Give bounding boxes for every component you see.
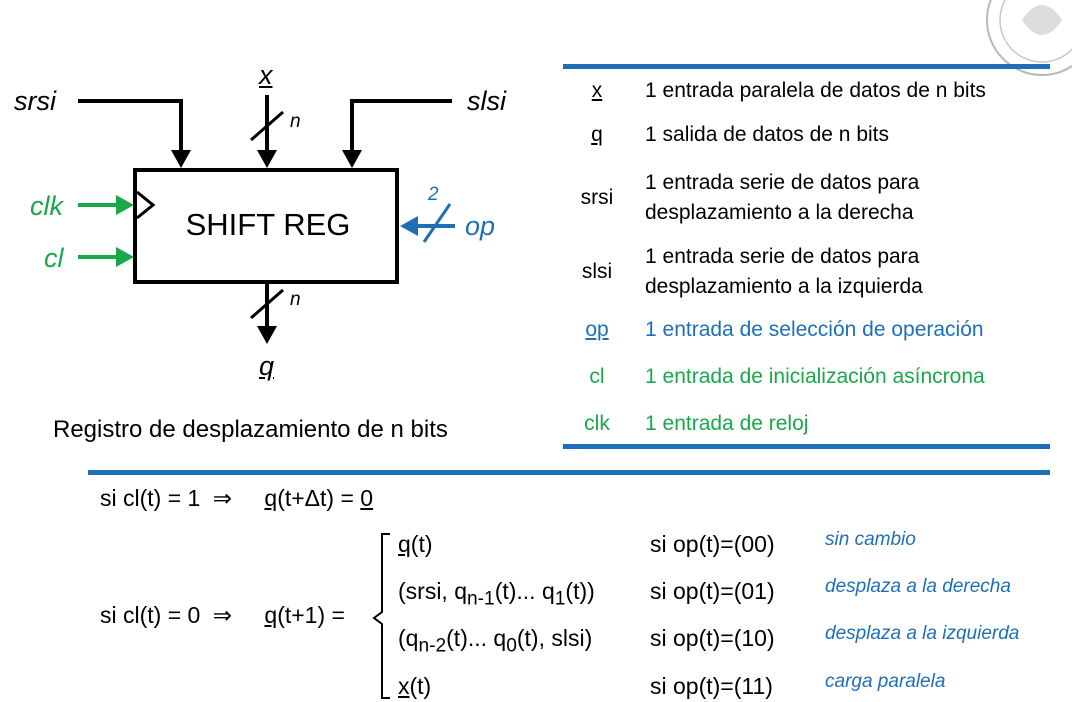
slsi-wire <box>350 99 452 155</box>
normal-condition: si cl(t) = 0 <box>100 602 201 628</box>
x-arrowhead <box>257 150 277 168</box>
op-arrowhead <box>400 216 418 236</box>
normal-equation: si cl(t) = 0 ⇒ q(t+1) = <box>100 604 345 627</box>
case-condition: si op(t)=(10) <box>650 625 775 651</box>
slsi-label: slsi <box>467 86 506 116</box>
diagram-caption: Registro de desplazamiento de n bits <box>53 416 448 443</box>
srsi-wire <box>78 99 183 155</box>
normal-q: q <box>264 602 278 628</box>
university-seal-icon <box>986 0 1072 76</box>
legend-row: clk 1 entrada de reloj <box>565 409 1045 439</box>
case-expression: (srsi, qn-1(t)... q1(t)) <box>398 578 595 610</box>
case-note: desplaza a la izquierda <box>825 623 1020 644</box>
legend-description-line: desplazamiento a la derecha <box>645 201 914 224</box>
case-condition: si op(t)=(11) <box>650 673 773 699</box>
legend-description: 1 entrada paralela de datos de n bits <box>645 76 1045 106</box>
reset-condition: si cl(t) = 1 <box>100 485 201 511</box>
case-expression: (qn-2(t)... q0(t), slsi) <box>398 625 593 657</box>
legend-row: x 1 entrada paralela de datos de n bits <box>565 76 1045 106</box>
reset-zero: 0 <box>360 485 374 511</box>
implies-icon: ⇒ <box>212 485 232 511</box>
cl-label: cl <box>44 243 64 273</box>
register-box <box>133 168 399 284</box>
legend-description-line: 1 entrada serie de datos para <box>645 245 920 268</box>
slsi-arrowhead <box>342 150 362 168</box>
legend-symbol: cl <box>589 365 605 388</box>
cases-brace <box>372 533 390 699</box>
case-expression: x(t) <box>398 673 432 699</box>
shift-register-diagram <box>78 95 455 344</box>
legend-description: 1 salida de datos de n bits <box>645 120 1045 150</box>
srsi-arrowhead <box>171 150 191 168</box>
legend-description-line: 1 entrada de reloj <box>645 412 809 435</box>
q-arrowhead <box>257 326 277 344</box>
clk-label: clk <box>30 191 63 221</box>
legend-symbol: slsi <box>581 260 613 283</box>
op-bus-slash <box>422 203 452 243</box>
legend-description: 1 entrada serie de datos para desplazamie… <box>645 242 1045 302</box>
case-expression: q(t) <box>398 531 433 557</box>
legend-top-rule <box>563 64 1050 69</box>
legend-symbol: op <box>585 318 609 341</box>
implies-icon: ⇒ <box>212 602 232 628</box>
legend-symbol: q <box>591 123 603 146</box>
reset-equation: si cl(t) = 1 ⇒ q(t+Δt) = 0 <box>100 487 373 510</box>
legend-row: slsi 1 entrada serie de datos para desplaz… <box>565 242 1045 302</box>
register-title: SHIFT REG <box>185 207 351 242</box>
x-bus-slash <box>250 110 284 142</box>
legend-bottom-rule <box>563 444 1050 449</box>
normal-rest: (t+1) = <box>277 602 345 628</box>
case-note: sin cambio <box>825 529 916 550</box>
legend-symbol: clk <box>584 412 610 435</box>
legend-row: q 1 salida de datos de n bits <box>565 120 1045 150</box>
legend-description-line: 1 salida de datos de n bits <box>645 123 890 146</box>
legend-description: 1 entrada de inicialización asíncrona <box>645 362 1045 392</box>
srsi-label: srsi <box>14 86 56 116</box>
legend-description-line: 1 entrada paralela de datos de n bits <box>645 79 986 102</box>
legend-description-line: 1 entrada de inicialización asíncrona <box>645 365 985 388</box>
case-condition: si op(t)=(00) <box>650 531 775 557</box>
legend-description: 1 entrada de selección de operación <box>645 315 1045 345</box>
case-condition: si op(t)=(01) <box>650 578 775 604</box>
x-width-label: n <box>290 111 301 132</box>
clk-arrowhead <box>116 195 134 215</box>
legend-description: 1 entrada de reloj <box>645 409 1045 439</box>
legend-description-line: 1 entrada serie de datos para <box>645 171 920 194</box>
reset-rest: (t+Δt) = <box>277 485 361 511</box>
equations-rule <box>88 470 1050 475</box>
legend-description-line: 1 entrada de selección de operación <box>645 318 984 341</box>
x-label: x <box>259 60 273 90</box>
q-bus-slash <box>250 288 284 320</box>
legend-description-line: desplazamiento a la izquierda <box>645 275 923 298</box>
legend-row: op 1 entrada de selección de operación <box>565 315 1045 345</box>
clock-triangle <box>136 190 156 220</box>
legend-symbol: srsi <box>580 186 614 209</box>
legend-description: 1 entrada serie de datos para desplazamie… <box>645 168 1045 228</box>
case-note: desplaza a la derecha <box>825 576 1011 597</box>
op-width-label: 2 <box>428 184 439 205</box>
legend-row: cl 1 entrada de inicialización asíncrona <box>565 362 1045 392</box>
q-width-label: n <box>290 289 301 310</box>
reset-q: q <box>264 485 278 511</box>
cl-arrowhead <box>116 247 134 267</box>
case-note: carga paralela <box>825 671 946 692</box>
legend-row: srsi 1 entrada serie de datos para desplaz… <box>565 168 1045 228</box>
legend-symbol: x <box>591 79 603 102</box>
op-label: op <box>465 211 496 241</box>
q-label: q <box>259 351 275 381</box>
